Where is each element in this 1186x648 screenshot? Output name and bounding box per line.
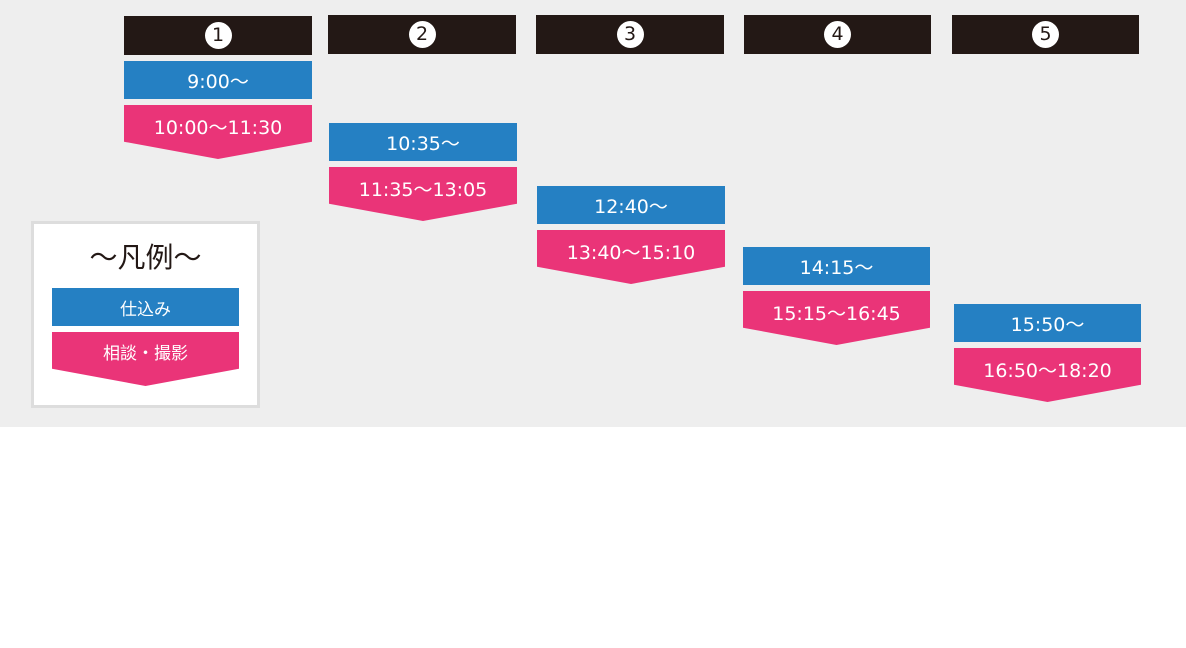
slot-5-header: 5 [952, 15, 1139, 54]
legend-title: 〜凡例〜 [89, 241, 202, 274]
legend-prep-swatch: 仕込み [52, 288, 239, 326]
slot-4-session-time: 15:15〜16:45 [743, 291, 930, 345]
slot-5-session-time: 16:50〜18:20 [954, 348, 1141, 402]
slot-3-prep-time: 12:40〜 [537, 186, 725, 224]
legend-box: 〜凡例〜 仕込み 相談・撮影 [31, 221, 260, 408]
slot-4-header: 4 [744, 15, 931, 54]
slot-4-number: 4 [824, 21, 851, 48]
slot-2-number: 2 [408, 21, 436, 48]
slot-5-number: 5 [1032, 21, 1059, 48]
slot-3-session-time: 13:40〜15:10 [537, 230, 725, 284]
slot-2-session-time: 11:35〜13:05 [329, 167, 517, 221]
slot-4-prep-time: 14:15〜 [743, 247, 930, 285]
slot-2-prep-time: 10:35〜 [329, 123, 517, 161]
schedule-panel: 1 9:00〜 10:00〜11:30 2 10:35〜 11:35〜13:05… [0, 0, 1186, 427]
slot-3-number: 3 [616, 21, 644, 48]
slot-5-prep-time: 15:50〜 [954, 304, 1141, 342]
slot-3-header: 3 [536, 15, 724, 54]
slot-1-number: 1 [204, 22, 232, 49]
legend-session-swatch: 相談・撮影 [52, 332, 239, 386]
slot-2-header: 2 [328, 15, 516, 54]
slot-1-session-time: 10:00〜11:30 [124, 105, 312, 159]
slot-1-prep-time: 9:00〜 [124, 61, 312, 99]
slot-1-header: 1 [124, 16, 312, 55]
